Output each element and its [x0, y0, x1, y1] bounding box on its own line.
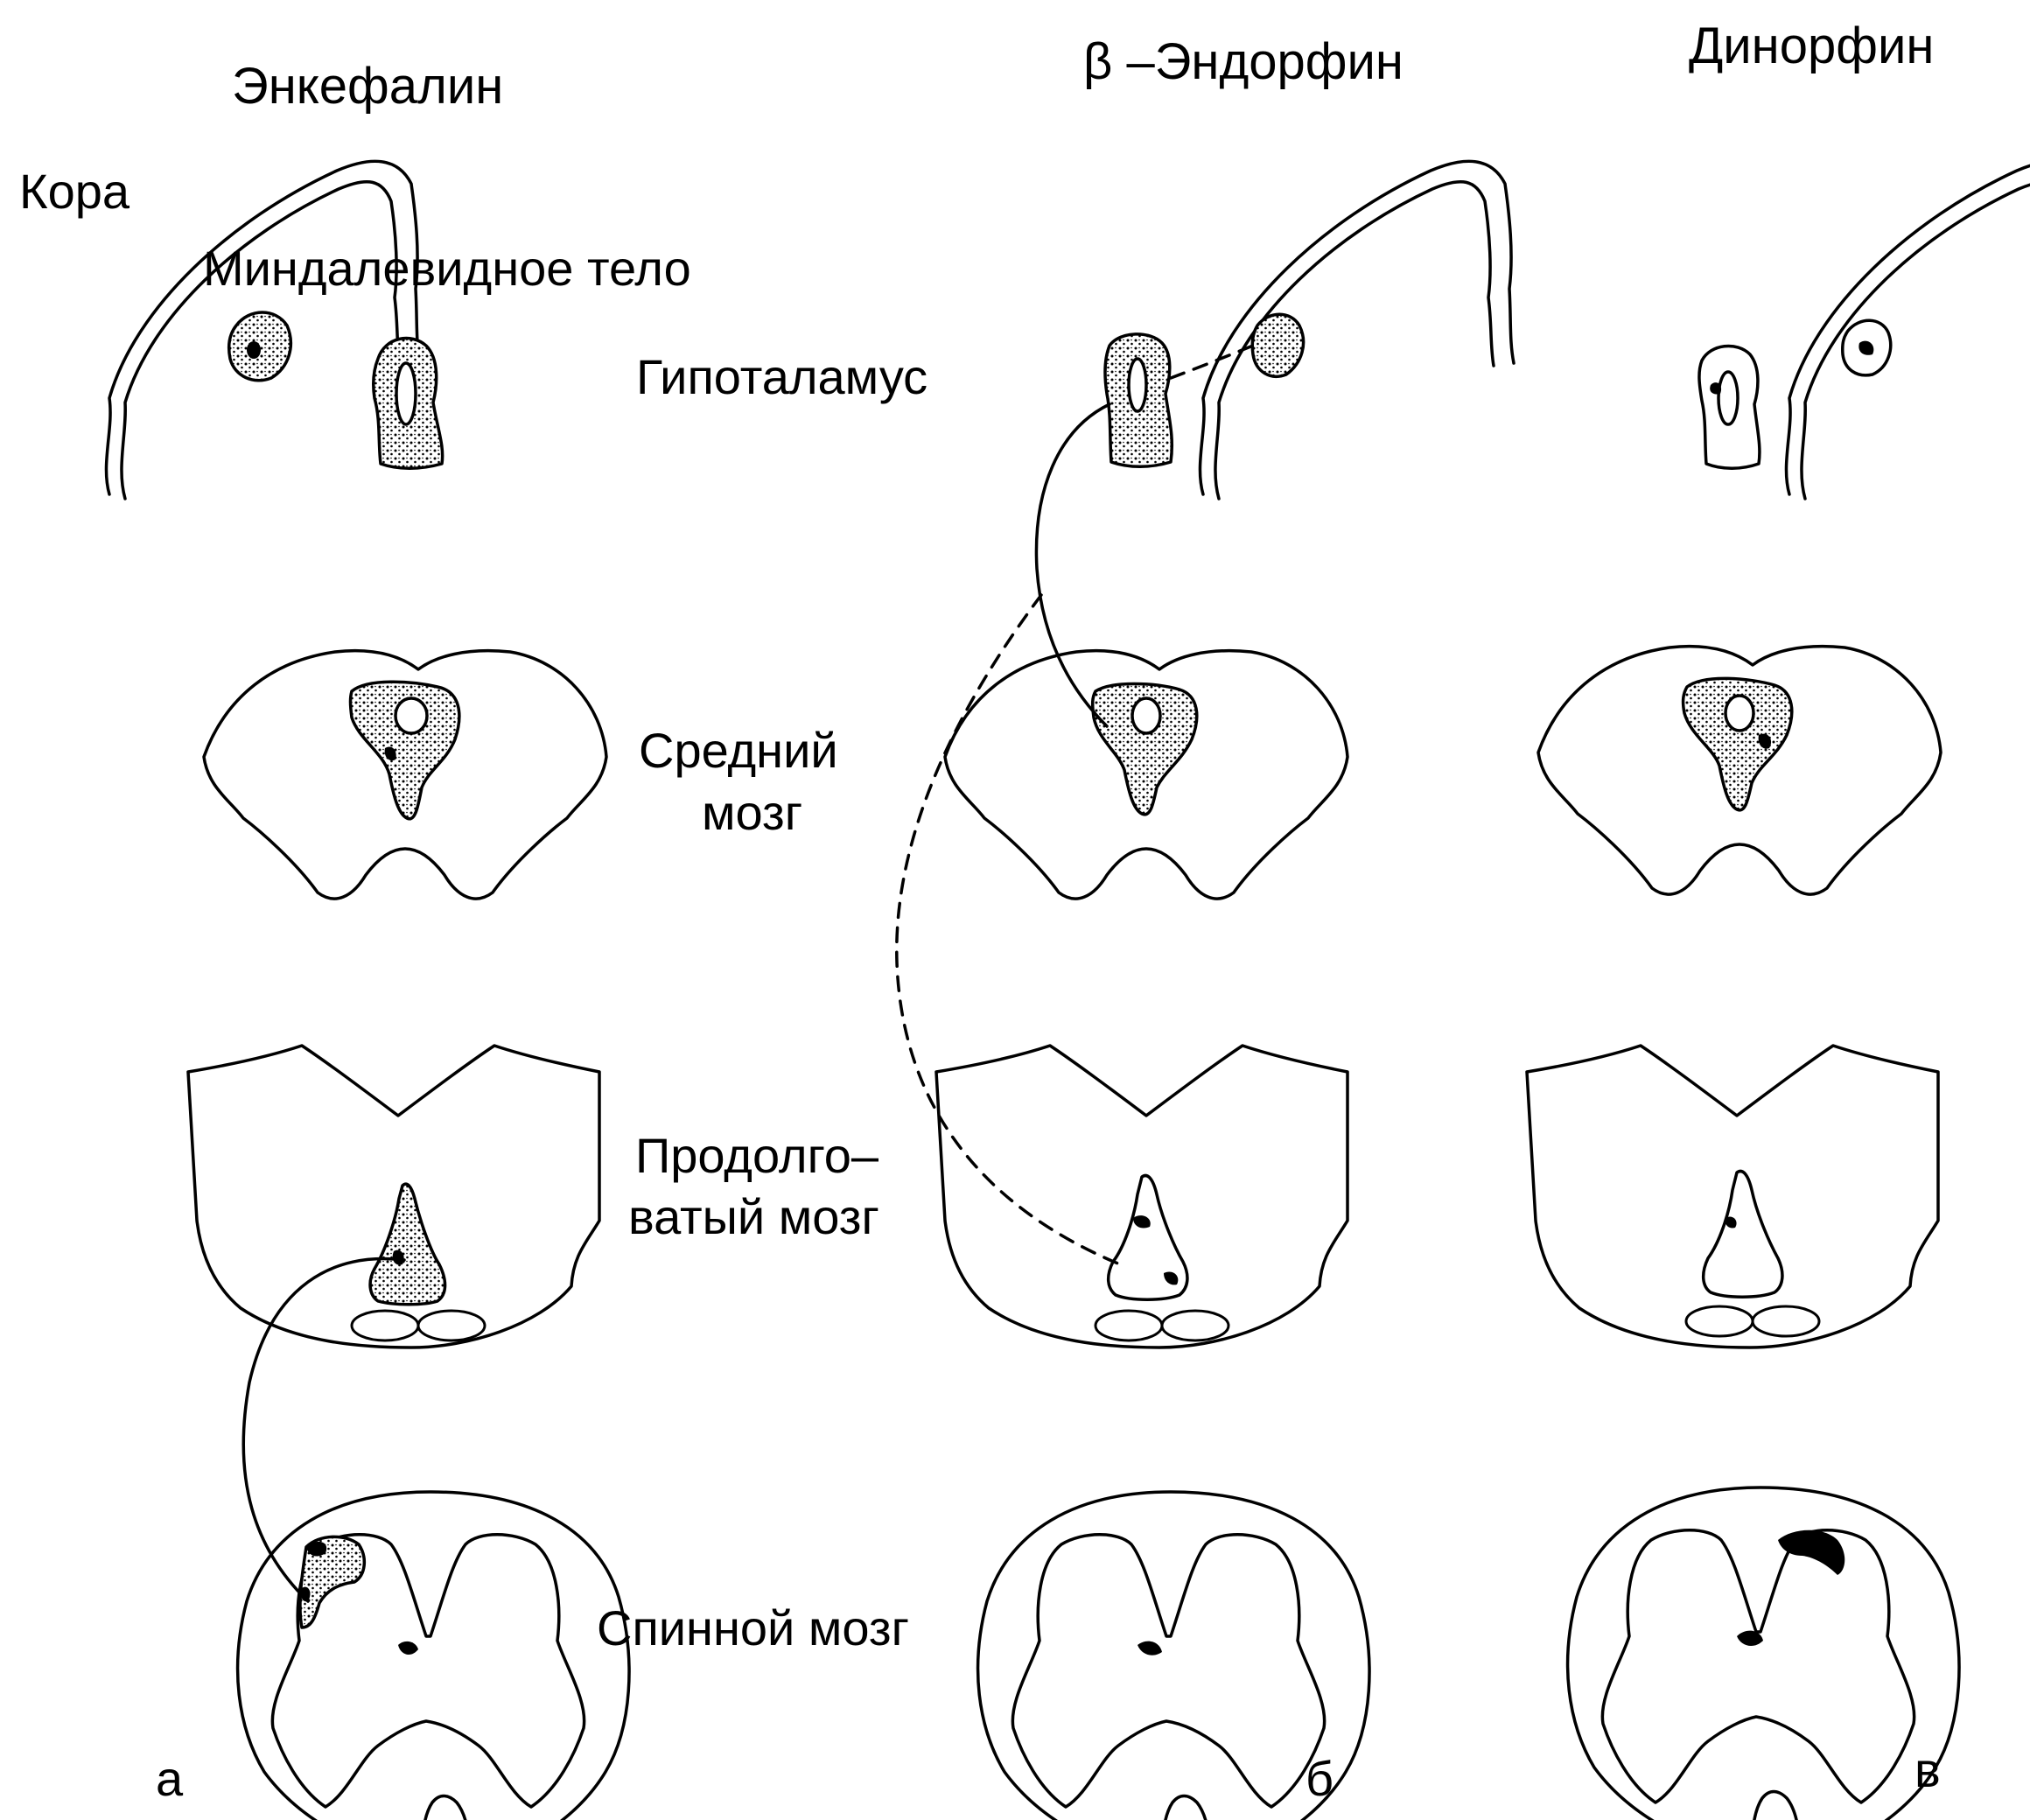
panel-a-spinal [235, 1490, 631, 1820]
panel-c-dorsal-horn-mark [1778, 1530, 1845, 1575]
panel-a-dorsal-horn [298, 1535, 366, 1629]
panel-b-cortex [1198, 159, 1516, 500]
panel-a-descending-pathway [242, 1256, 406, 1603]
label-medulla-line2: ватый мозг [628, 1189, 879, 1244]
label-amygdala: Миндалевидное тело [203, 241, 691, 296]
panel-letter-a: а [156, 1751, 184, 1806]
panel-a-midbrain-pag [348, 680, 461, 821]
panel-c-medulla-nucleus [1702, 1169, 1784, 1298]
label-medulla-line1: Продолго– [635, 1128, 879, 1183]
panel-a-enkephalin [104, 159, 631, 1820]
panel-a-pyramids [350, 1309, 486, 1342]
panel-c-cortex [1784, 159, 2030, 500]
panel-b-medulla-nucleus [1107, 1173, 1189, 1301]
panel-b-solid-pathway [1034, 402, 1111, 728]
panel-letter-c: в [1914, 1742, 1941, 1797]
panel-b-beta-endorphin [895, 159, 1516, 1820]
panel-c-pyramids [1684, 1305, 1821, 1338]
label-midbrain-line1: Средний [639, 723, 838, 778]
panel-b-dashed-pathway [895, 593, 1122, 1266]
panel-b-midbrain-pag [1090, 682, 1199, 816]
panel-a-medulla-nucleus [368, 1182, 447, 1306]
panel-b-amygdala-link [1169, 344, 1255, 380]
column-title-beta-endorphin: β –Эндорфин [1083, 33, 1404, 90]
panel-b-pyramids [1094, 1309, 1230, 1342]
panel-b-amygdala [1250, 312, 1306, 378]
panel-c-spinal [1565, 1486, 1961, 1820]
label-midbrain-line2: мозг [702, 785, 802, 840]
column-title-dynorphin: Динорфин [1689, 18, 1934, 74]
panel-c-midbrain-pag [1681, 676, 1794, 812]
label-hypothalamus: Гипоталамус [636, 349, 928, 404]
panel-c-dynorphin [1525, 159, 2030, 1820]
label-spinal-cord: Спинной мозг [597, 1600, 909, 1656]
column-title-enkephalin: Энкефалин [232, 58, 503, 115]
label-cortex: Кора [19, 164, 130, 219]
